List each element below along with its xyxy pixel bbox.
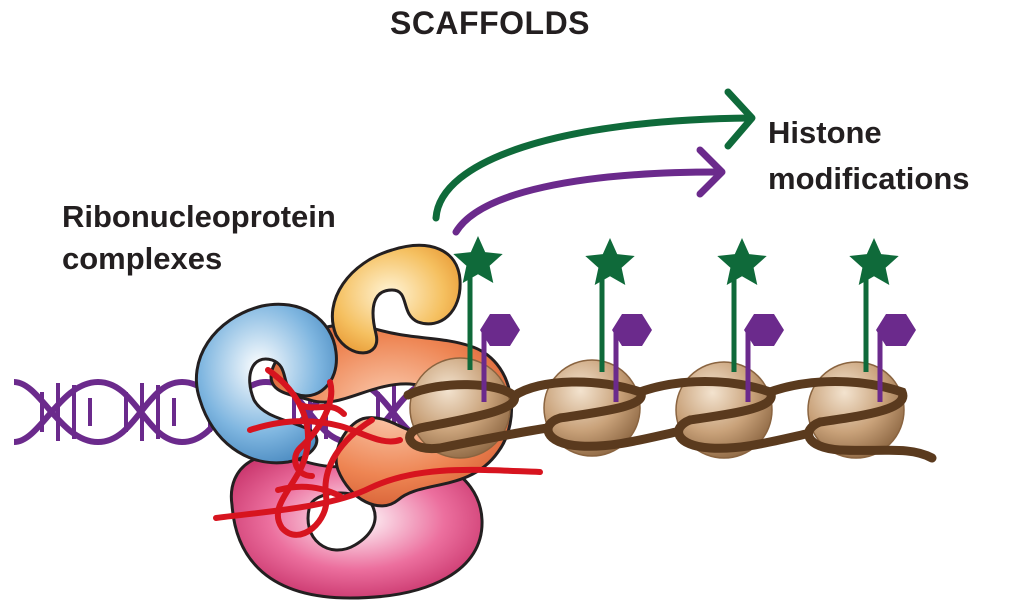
histone-label-line-1: Histone: [768, 115, 882, 150]
rna-strands: [213, 367, 543, 538]
chromatin-fiber: [403, 357, 937, 463]
hexagon-mark-icon: [480, 314, 916, 346]
rnp-complexes-label: Ribonucleoprotein complexes: [62, 196, 336, 280]
arrow-icon: [432, 88, 756, 236]
diagram-title: SCAFFOLDS: [389, 5, 591, 41]
histone-modifications-label: Histone modifications: [768, 110, 970, 202]
star-mark-icon: [453, 236, 899, 285]
yellow-protein: [330, 243, 462, 355]
histone-label-line-2: modifications: [768, 161, 970, 196]
rnp-label-line-1: Ribonucleoprotein: [62, 199, 336, 234]
rnp-label-line-2: complexes: [62, 241, 223, 276]
histone-marks: [453, 236, 916, 402]
